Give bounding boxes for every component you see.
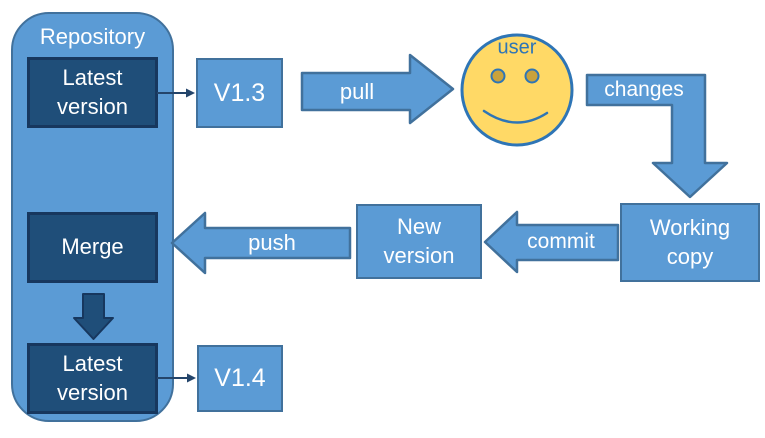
changes-arrow-label: changes: [604, 78, 684, 101]
latest-version-bottom-label: Latest version: [57, 351, 128, 405]
push-arrow-label: push: [248, 230, 296, 255]
latest-version-top-box: Latest version: [27, 57, 158, 128]
new-version-label: New version: [383, 214, 455, 268]
right-eye-icon: [524, 68, 540, 84]
v14-label: V1.4: [214, 364, 266, 392]
pull-arrow-label: pull: [339, 79, 375, 104]
latest-version-bottom-box: Latest version: [27, 343, 158, 414]
pull-arrow: [300, 53, 455, 125]
left-eye-icon: [490, 68, 506, 84]
v13-label: V1.3: [213, 78, 266, 107]
merge-label: Merge: [61, 234, 124, 260]
new-version-box: New version: [356, 204, 482, 279]
repository-label: Repository: [39, 24, 146, 49]
latest-version-top-label: Latest version: [57, 65, 128, 119]
v13-box: V1.3: [196, 58, 283, 128]
working-copy-box: Working copy: [620, 203, 760, 282]
merge-box: Merge: [27, 212, 158, 283]
user-label: user: [497, 36, 537, 59]
working-copy-label: Working copy: [649, 215, 731, 269]
v14-box: V1.4: [197, 345, 283, 412]
commit-arrow-label: commit: [527, 230, 595, 253]
smile-icon: [482, 109, 549, 124]
